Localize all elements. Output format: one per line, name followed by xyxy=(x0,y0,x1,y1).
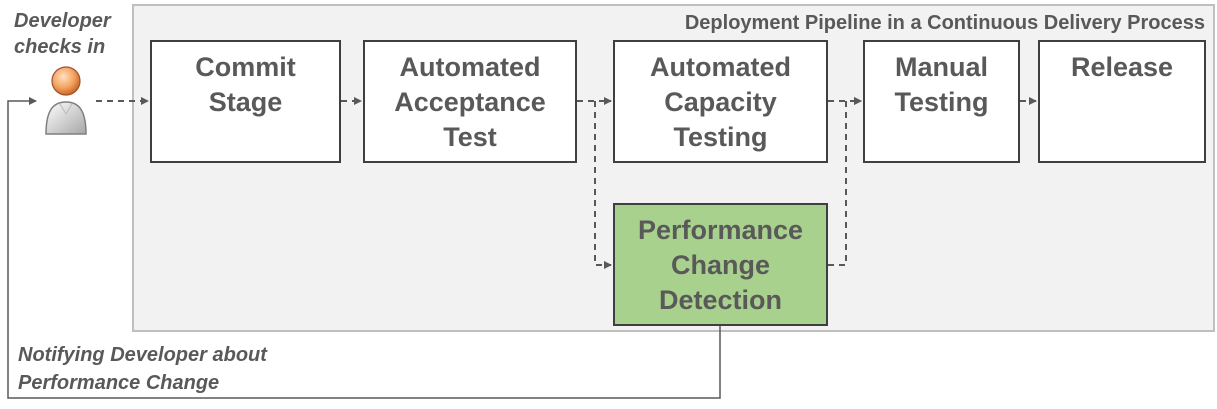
developer-checks-in-label: Developer checks in xyxy=(14,10,111,58)
arrow-acceptance-to-performance xyxy=(594,101,612,269)
pipeline-title: Deployment Pipeline in a Continuous Deli… xyxy=(684,12,1205,34)
capacity-testing-label: Automated Capacity Testing xyxy=(650,52,791,152)
capacity-testing-box: Automated Capacity Testing xyxy=(613,40,828,163)
performance-change-detection-label: Performance Change Detection xyxy=(637,215,804,315)
person-icon xyxy=(45,66,87,135)
commit-stage-box: Commit Stage xyxy=(150,40,341,163)
manual-testing-box: Manual Testing xyxy=(863,40,1020,163)
acceptance-test-box: Automated Acceptance Test xyxy=(363,40,577,163)
performance-change-detection-box: Performance Change Detection xyxy=(613,203,828,326)
release-label: Release xyxy=(1070,52,1174,82)
commit-stage-label: Commit Stage xyxy=(195,52,296,117)
release-box: Release xyxy=(1038,40,1206,163)
arrow-feedback-to-developer xyxy=(7,97,721,399)
arrow-performance-to-manual xyxy=(828,97,862,266)
acceptance-test-label: Automated Acceptance Test xyxy=(394,52,546,152)
manual-testing-label: Manual Testing xyxy=(894,52,989,117)
notify-developer-label: Notifying Developer about Performance Ch… xyxy=(18,344,267,394)
